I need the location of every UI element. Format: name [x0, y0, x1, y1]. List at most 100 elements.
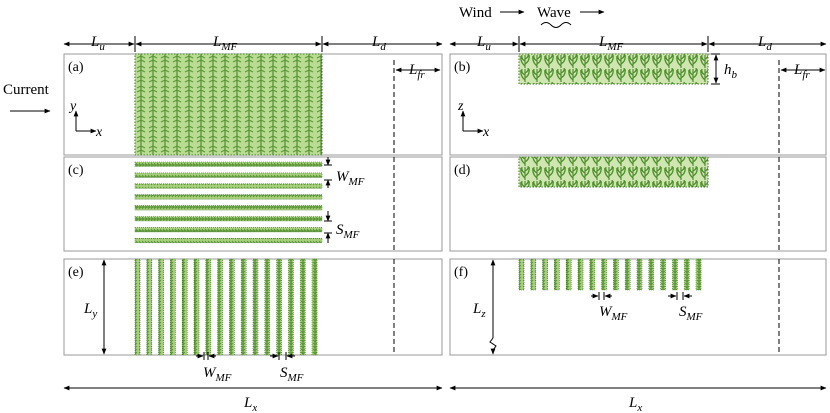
current-label: Current [3, 82, 50, 98]
vegetation-strip [134, 258, 141, 356]
vegetation-strip [134, 238, 323, 244]
vegetation-block-plan [134, 53, 323, 156]
vegetation-strip [240, 258, 247, 356]
top-dimensions-left: Lu LMF Ld [63, 34, 443, 53]
vegetation-strip [601, 258, 607, 291]
svg-text:x: x [482, 125, 490, 140]
svg-text:SMF: SMF [679, 304, 703, 323]
svg-text:hb: hb [724, 62, 738, 81]
svg-text:Lu: Lu [90, 34, 105, 53]
vegetation-strip [542, 258, 548, 291]
wave-squiggle-icon [540, 22, 572, 28]
s-mf-label-e: S [280, 365, 288, 381]
panel-e-label: (e) [68, 265, 84, 280]
svg-text:Lfr: Lfr [408, 62, 425, 81]
panel-a: (a) Lfr y x [63, 53, 443, 156]
vegetation-strip [299, 258, 306, 356]
l-y-label: L [83, 301, 92, 317]
l-d-label-right: L [757, 34, 766, 50]
vegetation-block-side-d [518, 156, 709, 188]
svg-text:Lu: Lu [476, 34, 491, 53]
vegetation-strip [589, 258, 596, 291]
vegetation-strip [660, 258, 666, 291]
h-b-label: h [724, 62, 732, 78]
vegetation-strip [530, 258, 537, 291]
svg-text:SMF: SMF [280, 365, 304, 384]
vegetation-strip [134, 161, 323, 167]
vegetation-strip [288, 258, 294, 356]
svg-text:Lz: Lz [472, 301, 486, 320]
w-mf-label-f: W [599, 304, 613, 320]
svg-text:Ld: Ld [371, 34, 386, 53]
svg-text:Ly: Ly [83, 301, 97, 320]
vertical-strips-side [518, 258, 702, 291]
vegetation-strip [648, 258, 655, 291]
vegetation-strip [146, 258, 153, 356]
vegetation-strip [217, 258, 223, 356]
l-u-label: L [90, 34, 99, 50]
vegetation-strip [205, 258, 212, 356]
l-d-label: L [371, 34, 380, 50]
vegetation-strip [252, 258, 259, 356]
s-mf-label-f: S [679, 304, 687, 320]
w-mf-label-c: W [336, 169, 350, 185]
vegetation-strip [276, 258, 282, 356]
vegetation-strip [518, 258, 525, 291]
vegetation-strip [170, 258, 176, 356]
vegetation-strip [134, 216, 323, 222]
l-mf-label: L [212, 34, 221, 50]
vegetation-strip [134, 205, 323, 211]
svg-text:Lx: Lx [243, 395, 257, 413]
l-mf-label-right: L [598, 34, 607, 50]
vegetation-strip [565, 258, 572, 291]
vegetation-strip [613, 258, 619, 291]
top-dimensions-right: Lu LMF Ld [449, 34, 827, 53]
s-mf-label-c: S [336, 222, 344, 238]
svg-text:Lfr: Lfr [793, 62, 810, 81]
panel-b: (b) hb Lfr z x [449, 53, 827, 156]
vegetation-strip [624, 258, 631, 291]
l-fr-label-right: L [793, 62, 802, 78]
svg-text:x: x [95, 125, 103, 140]
vegetation-strip [229, 258, 235, 356]
vegetation-strip [695, 258, 702, 291]
vegetation-strip [636, 258, 643, 291]
svg-text:SMF: SMF [336, 222, 360, 241]
svg-text:WMF: WMF [336, 169, 365, 188]
svg-text:LMF: LMF [212, 34, 238, 53]
panel-f: (f) Lz WMF SMF [449, 258, 827, 356]
panel-f-label: (f) [454, 265, 468, 280]
panel-d: (d) [449, 156, 827, 252]
vegetation-strip [193, 258, 200, 356]
current-indicator: Current [3, 82, 51, 114]
panel-a-label: (a) [68, 60, 84, 75]
xy-axes-icon: y x [68, 99, 103, 140]
l-x-label-right: L [628, 395, 637, 411]
vegetation-strip [134, 172, 323, 178]
vegetation-strip [311, 258, 318, 356]
svg-text:z: z [457, 99, 464, 114]
vegetation-strip [134, 194, 323, 200]
svg-text:Ld: Ld [757, 34, 772, 53]
w-mf-label-e: W [203, 365, 217, 381]
panel-c: (c) WMF SMF [63, 156, 443, 252]
panel-d-label: (d) [454, 163, 471, 178]
vegetation-strip [577, 258, 584, 291]
panel-b-label: (b) [454, 60, 471, 75]
wave-label: Wave [537, 5, 571, 21]
vegetation-strip [672, 258, 678, 291]
vegetation-strip [134, 227, 323, 233]
l-fr-label: L [408, 62, 417, 78]
svg-text:WMF: WMF [599, 304, 628, 323]
svg-text:y: y [68, 99, 77, 114]
horizontal-strips [134, 161, 323, 244]
vertical-strips-plan [134, 258, 318, 356]
svg-text:LMF: LMF [598, 34, 624, 53]
l-x-label: L [243, 395, 252, 411]
svg-text:Lx: Lx [628, 395, 642, 413]
xz-axes-icon: z x [457, 99, 490, 140]
svg-text:WMF: WMF [203, 365, 232, 384]
vegetation-strip [181, 258, 188, 356]
vegetation-strip [683, 258, 690, 291]
vegetation-strip [554, 258, 560, 291]
